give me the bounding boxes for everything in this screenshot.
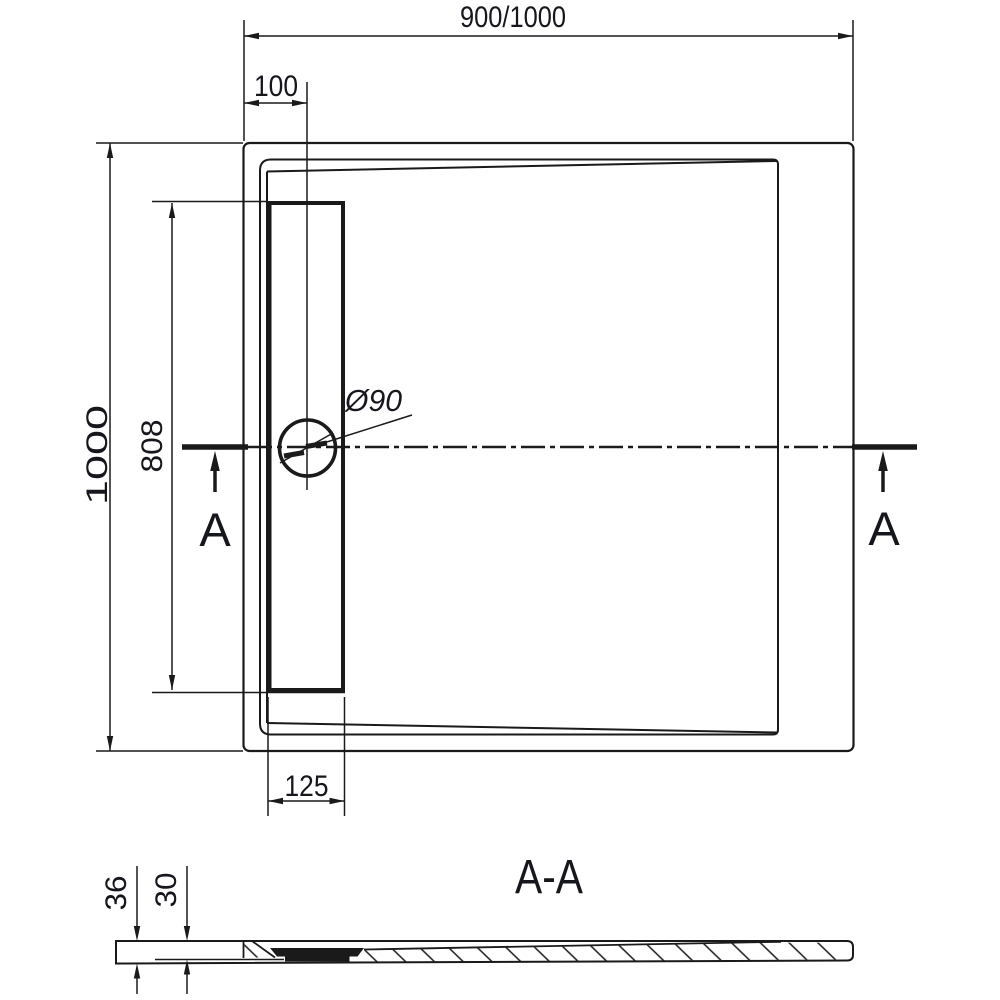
dim-overall-width: 900/1000 <box>243 1 854 141</box>
plan-view: Ø90 A A 900/1000 <box>81 1 917 816</box>
drain-diameter-label: Ø90 <box>344 383 402 418</box>
dim-channel-length-label: 808 <box>136 420 169 473</box>
section-inner-lines <box>155 940 782 961</box>
section-marker-left: A <box>199 451 231 556</box>
section-arrow-right <box>878 451 888 471</box>
section-view: A-A 36 30 <box>100 851 854 994</box>
dim-drain-offset: 100 <box>244 70 308 490</box>
section-hatch-left-rim <box>244 942 274 958</box>
section-marker-right-label: A <box>868 502 900 555</box>
drain: Ø90 <box>277 383 413 478</box>
dim-recess-height-label: 30 <box>150 873 183 908</box>
section-marker-right: A <box>868 451 900 555</box>
dim-overall-depth: 1000 <box>81 142 243 752</box>
dim-channel-width-label: 125 <box>285 770 329 803</box>
drain-symbol-bar-lower <box>283 450 305 459</box>
section-hatch-body <box>352 942 846 963</box>
dim-total-height: 36 <box>100 866 141 994</box>
dim-overall-depth-label: 1000 <box>81 405 114 505</box>
section-marker-left-label: A <box>199 503 231 556</box>
drain-diameter-leader-line <box>310 414 413 448</box>
dim-overall-width-label: 900/1000 <box>460 1 566 34</box>
tray-rim-inner-edge <box>259 158 779 736</box>
section-title: A-A <box>515 851 583 904</box>
dim-channel-width: 125 <box>267 697 346 816</box>
dim-total-height-label: 36 <box>100 876 133 911</box>
section-arrow-left <box>210 451 220 471</box>
section-drain-trap <box>270 948 364 962</box>
section-outline <box>115 940 854 965</box>
dim-channel-length: 808 <box>136 200 345 694</box>
dim-drain-offset-label: 100 <box>254 70 298 103</box>
dim-recess-height: 30 <box>150 866 191 994</box>
